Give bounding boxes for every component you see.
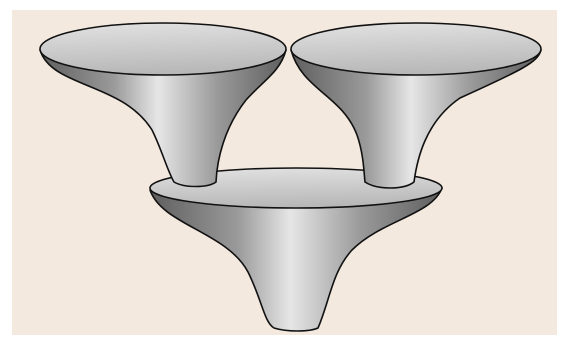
funnel-diagram (12, 10, 557, 335)
diagram-panel (12, 10, 557, 335)
right-funnel-rim (291, 23, 541, 75)
left-funnel-rim (40, 23, 286, 75)
